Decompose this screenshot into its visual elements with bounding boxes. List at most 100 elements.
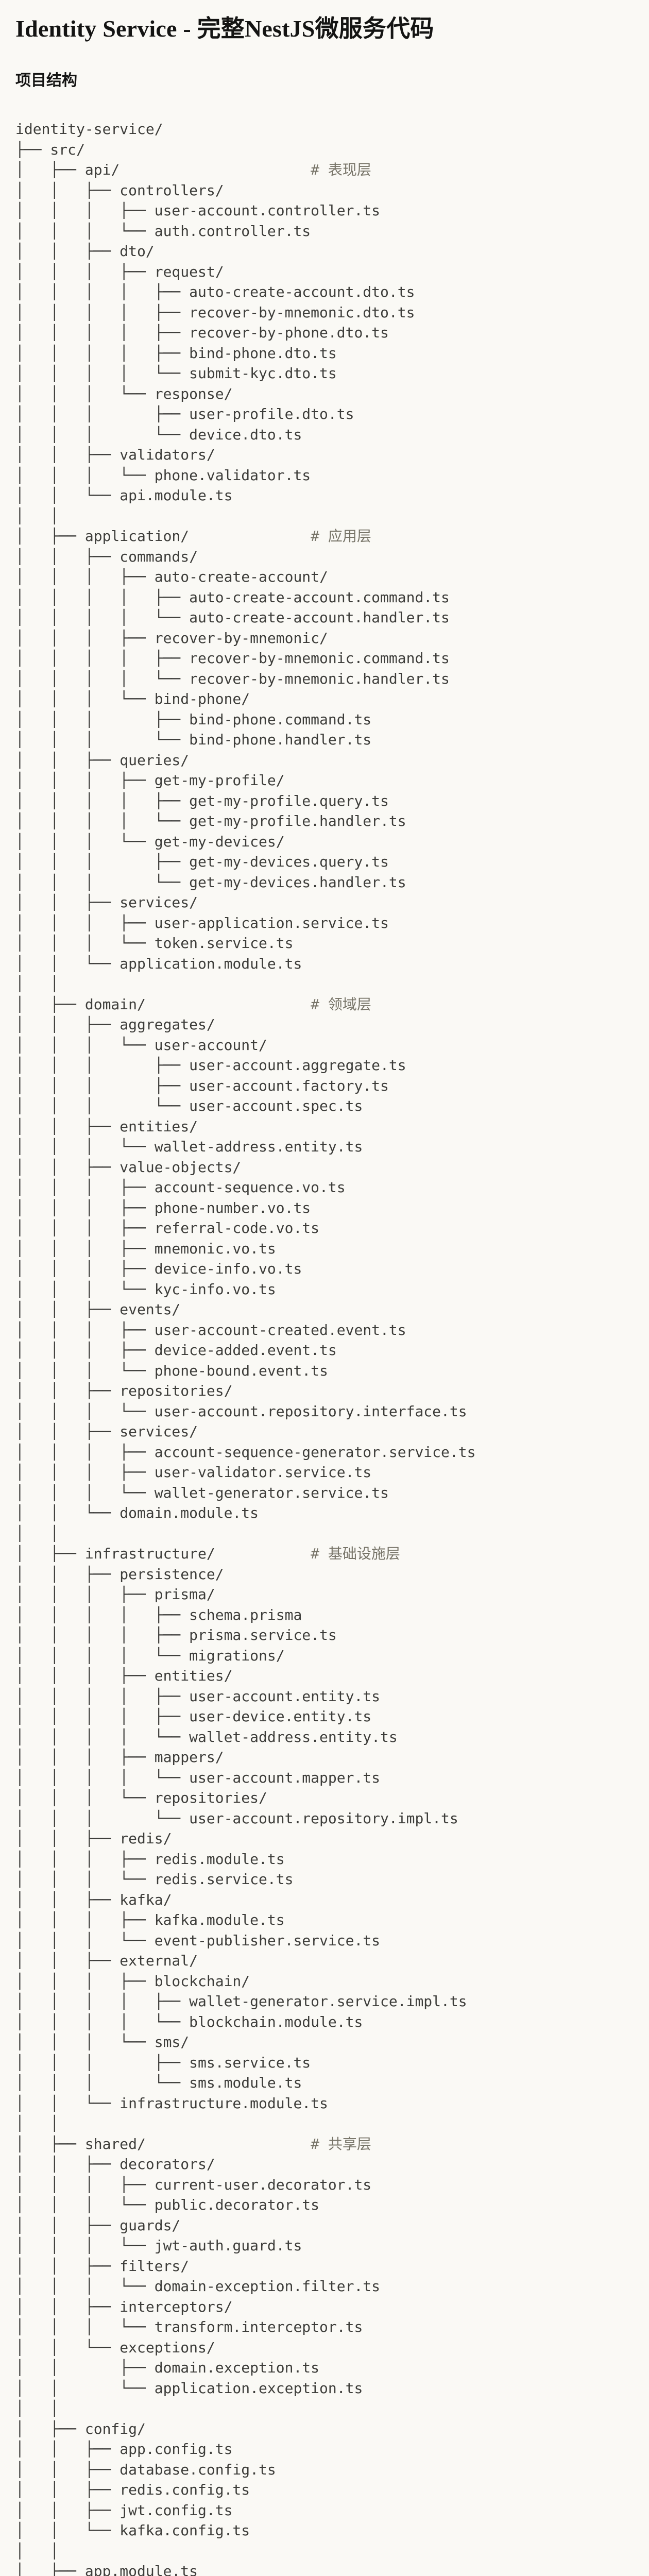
tree-line: │ │ ├── kafka/ — [15, 1890, 634, 1910]
tree-line-text: │ ├── api/ — [15, 161, 311, 179]
tree-line-text: │ │ │ └── wallet-generator.service.ts — [15, 1484, 389, 1501]
tree-line: │ │ │ └── bind-phone/ — [15, 689, 634, 709]
tree-line: │ │ │ └── token.service.ts — [15, 933, 634, 954]
tree-line: │ │ │ ├── device-info.vo.ts — [15, 1259, 634, 1279]
tree-line: │ │ │ │ ├── wallet-generator.service.imp… — [15, 1991, 634, 2012]
tree-line: │ │ │ │ └── get-my-profile.handler.ts — [15, 811, 634, 832]
tree-line: │ │ │ ├── referral-code.vo.ts — [15, 1218, 634, 1239]
tree-line: │ │ │ └── user-account.repository.impl.t… — [15, 1808, 634, 1829]
tree-line: │ │ ├── filters/ — [15, 2256, 634, 2277]
tree-line-text: │ │ │ └── redis.service.ts — [15, 1871, 294, 1888]
tree-line: │ │ │ ├── account-sequence-generator.ser… — [15, 1442, 634, 1463]
tree-line: │ │ │ ├── get-my-devices.query.ts — [15, 852, 634, 872]
tree-line-text: identity-service/ — [15, 121, 163, 138]
tree-line-text: │ │ — [15, 975, 59, 993]
tree-line-text: │ │ ├── commands/ — [15, 548, 198, 565]
tree-line: │ │ │ └── response/ — [15, 384, 634, 404]
tree-line-text: │ │ │ │ └── wallet-address.entity.ts — [15, 1728, 398, 1745]
tree-line: │ │ │ ├── recover-by-mnemonic/ — [15, 628, 634, 649]
tree-line-text: │ ├── domain/ — [15, 995, 311, 1013]
tree-line-text: │ │ │ │ ├── user-device.entity.ts — [15, 1708, 372, 1725]
tree-line: │ │ │ ├── sms.service.ts — [15, 2053, 634, 2073]
tree-line-text: │ │ │ └── bind-phone.handler.ts — [15, 731, 372, 749]
tree-line-text: │ │ │ ├── device-added.event.ts — [15, 1342, 337, 1359]
tree-line: │ │ ├── validators/ — [15, 445, 634, 465]
tree-line: │ ├── app.module.ts — [15, 2561, 634, 2576]
tree-line-text: │ │ │ ├── user-application.service.ts — [15, 914, 389, 931]
tree-line: │ │ │ └── redis.service.ts — [15, 1869, 634, 1890]
tree-line: │ │ — [15, 1523, 634, 1544]
tree-line-text: │ │ │ ├── user-profile.dto.ts — [15, 405, 354, 423]
tree-line-text: │ │ │ ├── bind-phone.command.ts — [15, 710, 372, 728]
tree-line: │ │ │ ├── user-application.service.ts — [15, 913, 634, 934]
tree-line: │ │ │ └── user-account/ — [15, 1035, 634, 1056]
tree-line: │ │ ├── events/ — [15, 1299, 634, 1320]
tree-line-text: │ │ │ └── response/ — [15, 385, 233, 402]
tree-line: │ │ │ │ ├── user-account.entity.ts — [15, 1686, 634, 1707]
tree-line-text: │ │ — [15, 2115, 59, 2132]
tree-line: │ │ │ └── phone.validator.ts — [15, 465, 634, 486]
tree-line: │ │ │ └── public.decorator.ts — [15, 2195, 634, 2215]
tree-line-text: │ │ │ ├── user-account.controller.ts — [15, 202, 381, 219]
tree-line-text: │ │ └── application.exception.ts — [15, 2379, 363, 2397]
tree-line: │ │ └── api.module.ts — [15, 485, 634, 506]
tree-line-text: │ │ │ │ └── submit-kyc.dto.ts — [15, 365, 337, 382]
tree-line-text: │ │ ├── domain.exception.ts — [15, 2359, 320, 2377]
tree-line-text: │ ├── config/ — [15, 2420, 146, 2437]
tree-line: │ │ — [15, 2398, 634, 2419]
tree-line: │ ├── api/ # 表现层 — [15, 160, 634, 180]
tree-line: │ │ — [15, 2541, 634, 2562]
tree-line: │ │ — [15, 2113, 634, 2134]
tree-line: │ │ │ │ └── user-account.mapper.ts — [15, 1768, 634, 1788]
tree-line-text: │ │ ├── database.config.ts — [15, 2461, 276, 2478]
tree-line-text: │ │ │ └── token.service.ts — [15, 935, 294, 952]
tree-line: │ │ │ │ ├── recover-by-phone.dto.ts — [15, 323, 634, 343]
tree-line: │ │ │ │ ├── prisma.service.ts — [15, 1625, 634, 1646]
tree-line-text: │ │ ├── app.config.ts — [15, 2441, 233, 2458]
tree-line-text: │ │ │ └── bind-phone/ — [15, 690, 250, 708]
tree-line: │ │ │ └── wallet-address.entity.ts — [15, 1137, 634, 1157]
tree-line-text: │ │ │ └── jwt-auth.guard.ts — [15, 2237, 302, 2255]
tree-line-text: │ │ │ ├── account-sequence-generator.ser… — [15, 1443, 476, 1461]
tree-line: │ │ │ │ ├── recover-by-mnemonic.command.… — [15, 648, 634, 669]
tree-line-text: │ │ │ ├── entities/ — [15, 1667, 233, 1685]
tree-line-text: │ │ │ │ └── get-my-profile.handler.ts — [15, 812, 406, 830]
tree-line: │ │ │ │ ├── bind-phone.dto.ts — [15, 343, 634, 364]
tree-line: │ │ │ │ └── auto-create-account.handler.… — [15, 607, 634, 628]
tree-line: │ │ │ └── bind-phone.handler.ts — [15, 730, 634, 750]
tree-line-text: │ │ ├── redis.config.ts — [15, 2481, 250, 2499]
tree-line-text: │ │ │ ├── account-sequence.vo.ts — [15, 1179, 346, 1196]
tree-line: │ │ │ │ ├── schema.prisma — [15, 1605, 634, 1625]
tree-line-text: │ │ │ └── auth.controller.ts — [15, 222, 311, 240]
project-structure-tree: identity-service/├── src/│ ├── api/ # 表现… — [15, 119, 634, 2576]
tree-line: │ │ └── exceptions/ — [15, 2337, 634, 2358]
tree-line-text: │ │ ├── jwt.config.ts — [15, 2501, 233, 2519]
tree-line-text: │ │ ├── redis/ — [15, 1830, 172, 1848]
tree-line-text: │ │ └── domain.module.ts — [15, 1504, 259, 1522]
section-heading-project-structure: 项目结构 — [15, 72, 77, 90]
tree-line: │ │ │ ├── blockchain/ — [15, 1971, 634, 1992]
tree-line: │ │ ├── services/ — [15, 1421, 634, 1442]
tree-line: │ │ ├── aggregates/ — [15, 1014, 634, 1035]
tree-line: │ │ │ ├── request/ — [15, 262, 634, 282]
tree-line: │ │ │ ├── user-account.controller.ts — [15, 200, 634, 221]
tree-line: │ │ │ ├── user-validator.service.ts — [15, 1462, 634, 1483]
tree-line-text: │ │ ├── queries/ — [15, 751, 190, 769]
tree-line: │ │ ├── decorators/ — [15, 2154, 634, 2175]
tree-line-text: │ │ │ └── transform.interceptor.ts — [15, 2318, 363, 2336]
tree-line: │ │ ├── interceptors/ — [15, 2297, 634, 2317]
tree-line-text: │ │ ├── filters/ — [15, 2257, 190, 2275]
tree-line: │ │ └── domain.module.ts — [15, 1503, 634, 1523]
tree-line: │ │ ├── dto/ — [15, 241, 634, 262]
tree-line-comment: # 表现层 — [311, 161, 371, 179]
tree-line: │ │ ├── external/ — [15, 1951, 634, 1971]
tree-line: │ │ ├── services/ — [15, 892, 634, 913]
tree-line: │ │ │ └── user-account.spec.ts — [15, 1096, 634, 1116]
tree-line: │ │ │ │ ├── get-my-profile.query.ts — [15, 791, 634, 811]
tree-line: │ │ ├── entities/ — [15, 1116, 634, 1137]
tree-line: │ │ │ ├── get-my-profile/ — [15, 770, 634, 791]
tree-line: │ │ │ │ ├── auto-create-account.command.… — [15, 587, 634, 608]
tree-line-text: │ │ │ ├── redis.module.ts — [15, 1850, 285, 1868]
tree-line: │ │ ├── jwt.config.ts — [15, 2500, 634, 2521]
tree-line-text: │ │ ├── decorators/ — [15, 2156, 215, 2173]
